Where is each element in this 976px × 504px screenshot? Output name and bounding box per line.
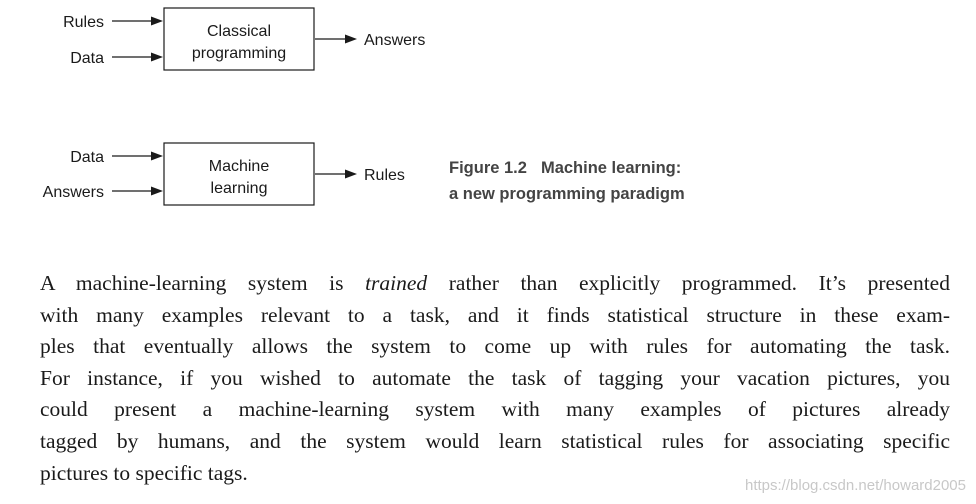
paragraph-line: A machine-learning system is trained rat… bbox=[40, 268, 950, 300]
text-run: rather than explicitly programmed. It’s … bbox=[427, 271, 950, 295]
machine-learning-box bbox=[163, 142, 315, 206]
input-label-data: Data bbox=[70, 149, 104, 166]
box-label-line1: Machine bbox=[209, 158, 270, 175]
watermark: https://blog.csdn.net/howard2005 bbox=[745, 477, 966, 494]
output-label-rules: Rules bbox=[364, 167, 405, 184]
arrowhead bbox=[345, 34, 357, 44]
input-label-data: Data bbox=[70, 50, 104, 67]
paragraph-line: pictures to specific tags. bbox=[40, 460, 248, 485]
input-label-rules: Rules bbox=[63, 14, 104, 31]
machine-learning-diagram: Data Answers Machine learning Rules bbox=[43, 142, 405, 206]
figure-caption: Figure 1.2 Machine learning: a new progra… bbox=[449, 155, 779, 207]
arrowhead bbox=[151, 52, 163, 62]
input-label-answers: Answers bbox=[43, 184, 104, 201]
box-label-line2: learning bbox=[211, 180, 268, 197]
figure-title-line2: a new programming paradigm bbox=[449, 185, 685, 203]
text-run: A machine-learning system is bbox=[40, 271, 366, 295]
paragraph-line: tagged by humans, and the system would l… bbox=[40, 428, 950, 453]
figure-number: Figure 1.2 bbox=[449, 159, 527, 177]
paragraph-line: For instance, if you wished to automate … bbox=[40, 365, 950, 390]
arrowhead bbox=[151, 186, 163, 196]
arrowhead bbox=[345, 169, 357, 179]
classical-programming-box bbox=[163, 7, 315, 71]
box-label-line2: programming bbox=[192, 45, 286, 62]
box-label-line1: Classical bbox=[207, 23, 271, 40]
emphasis-trained: trained bbox=[365, 271, 428, 295]
paragraph-line: ples that eventually allows the system t… bbox=[40, 334, 950, 359]
arrowhead bbox=[151, 151, 163, 161]
paragraph-line: with many examples relevant to a task, a… bbox=[40, 302, 950, 327]
paragraph-line: could present a machine-learning system … bbox=[40, 397, 950, 422]
figure-title-line1: Machine learning: bbox=[540, 159, 682, 177]
classical-programming-diagram: Rules Data Classical programming Answers bbox=[63, 7, 425, 71]
body-paragraph: A machine-learning system is trained rat… bbox=[40, 268, 950, 489]
arrowhead bbox=[151, 16, 163, 26]
output-label-answers: Answers bbox=[364, 32, 425, 49]
